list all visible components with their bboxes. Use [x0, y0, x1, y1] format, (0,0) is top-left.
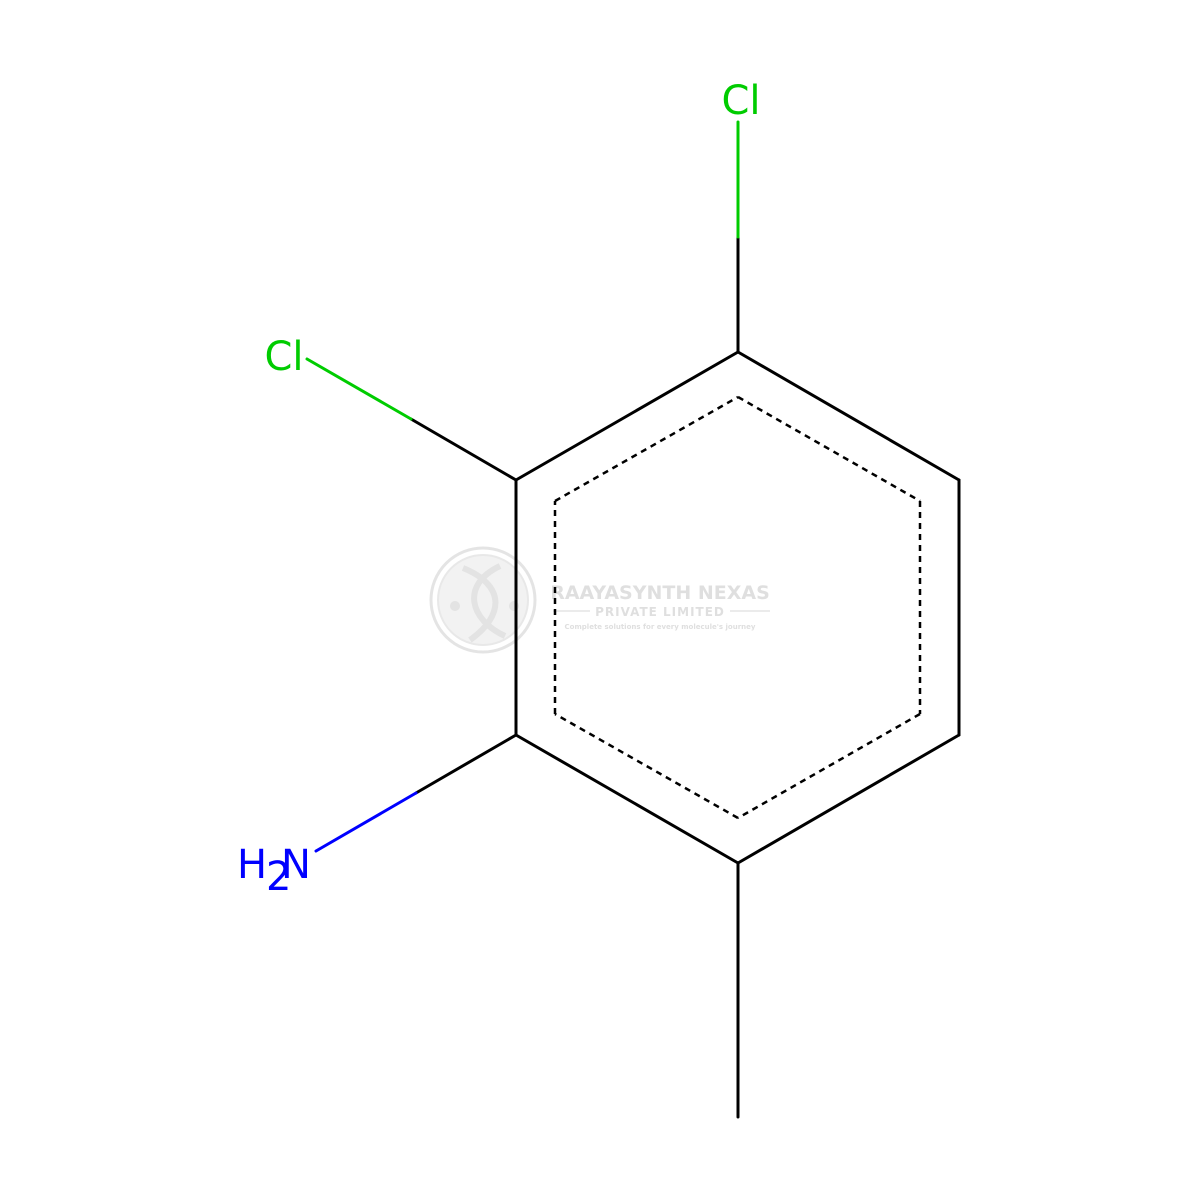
- amine-subscript-label: 2: [266, 854, 291, 900]
- amine-hydrogen-label: H: [237, 842, 267, 888]
- ring-bond-c5-c6: [736, 733, 961, 865]
- watermark-company: RAAYASYNTH NEXAS: [550, 582, 770, 604]
- ring-bond-c3-c4: [736, 350, 961, 482]
- cl-left-bond: [305, 357, 518, 482]
- chlorine-left-label: Cl: [264, 334, 303, 380]
- amine-nitrogen-label: N: [281, 842, 311, 888]
- amine-bond: [314, 733, 518, 853]
- watermark: RAAYASYNTH NEXAS PRIVATE LIMITED Complet…: [429, 546, 770, 654]
- benzene-ring: [514, 350, 961, 865]
- ring-bond-c6-c1: [514, 733, 740, 865]
- watermark-subtitle: PRIVATE LIMITED: [595, 605, 725, 619]
- watermark-logo-icon: [429, 546, 537, 654]
- chlorine-top-label: Cl: [721, 78, 760, 124]
- ring-bond-c2-c3: [514, 350, 740, 482]
- amine-group-label: H 2 N: [237, 842, 311, 900]
- aromatic-circle: [553, 395, 922, 820]
- watermark-tagline: Complete solutions for every molecule's …: [565, 623, 756, 631]
